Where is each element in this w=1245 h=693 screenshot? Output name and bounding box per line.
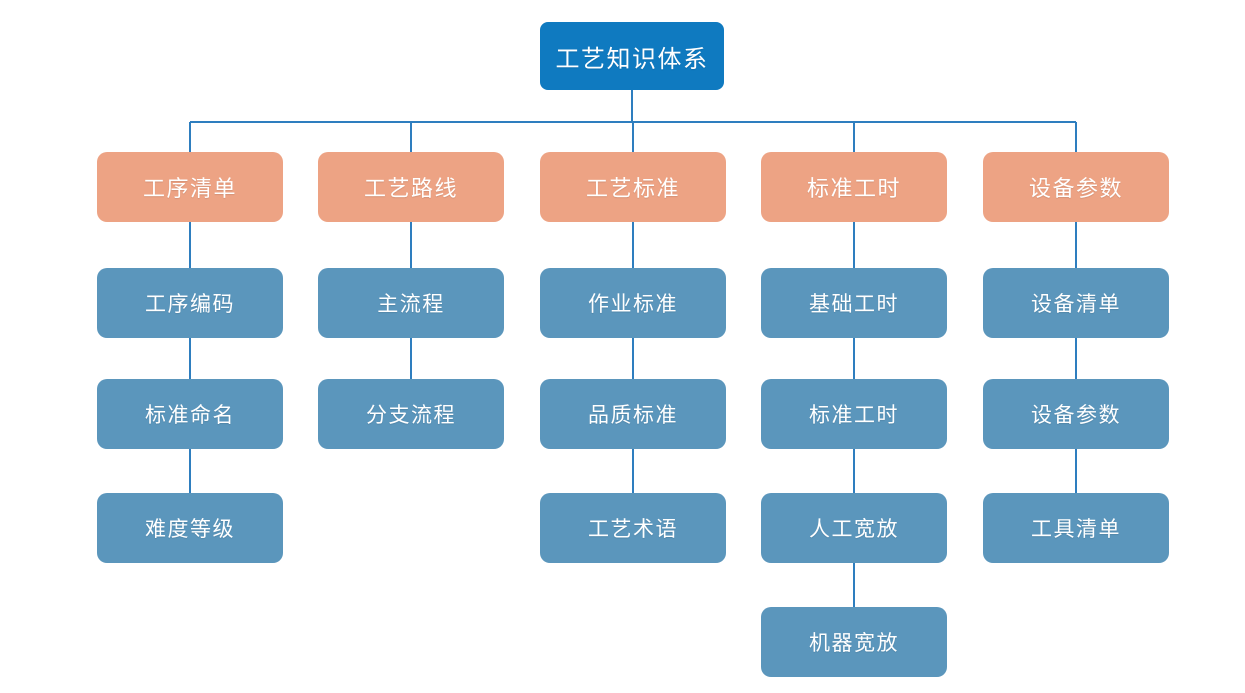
leaf-node-2-1[interactable]: 主流程 [318, 268, 504, 338]
connector-bus-drop-3 [632, 122, 634, 152]
connector-col5-link-1 [1075, 222, 1077, 268]
leaf-node-2-2[interactable]: 分支流程 [318, 379, 504, 449]
category-node-5[interactable]: 设备参数 [983, 152, 1169, 222]
connector-bus-drop-2 [410, 122, 412, 152]
leaf-node-4-3[interactable]: 人工宽放 [761, 493, 947, 563]
leaf-node-1-3[interactable]: 难度等级 [97, 493, 283, 563]
leaf-node-5-1[interactable]: 设备清单 [983, 268, 1169, 338]
category-node-1[interactable]: 工序清单 [97, 152, 283, 222]
connector-bus-drop-5 [1075, 122, 1077, 152]
leaf-node-3-1[interactable]: 作业标准 [540, 268, 726, 338]
connector-col3-link-1 [632, 222, 634, 268]
connector-col1-link-2 [189, 338, 191, 379]
connector-bus-drop-4 [853, 122, 855, 152]
leaf-node-1-1[interactable]: 工序编码 [97, 268, 283, 338]
connector-col3-link-3 [632, 449, 634, 493]
connector-bus-drop-1 [189, 122, 191, 152]
category-node-4[interactable]: 标准工时 [761, 152, 947, 222]
leaf-node-3-2[interactable]: 品质标准 [540, 379, 726, 449]
leaf-node-4-4[interactable]: 机器宽放 [761, 607, 947, 677]
connector-col5-link-2 [1075, 338, 1077, 379]
connector-root-stem [631, 90, 633, 122]
connector-col2-link-2 [410, 338, 412, 379]
connector-col5-link-3 [1075, 449, 1077, 493]
root-node[interactable]: 工艺知识体系 [540, 22, 724, 90]
connector-col4-link-2 [853, 338, 855, 379]
connector-col2-link-1 [410, 222, 412, 268]
leaf-node-5-2[interactable]: 设备参数 [983, 379, 1169, 449]
connector-col4-link-1 [853, 222, 855, 268]
leaf-node-3-3[interactable]: 工艺术语 [540, 493, 726, 563]
leaf-node-4-1[interactable]: 基础工时 [761, 268, 947, 338]
connector-col4-link-3 [853, 449, 855, 493]
leaf-node-4-2[interactable]: 标准工时 [761, 379, 947, 449]
connector-col4-link-4 [853, 563, 855, 607]
connector-col1-link-1 [189, 222, 191, 268]
category-node-3[interactable]: 工艺标准 [540, 152, 726, 222]
category-node-2[interactable]: 工艺路线 [318, 152, 504, 222]
connector-col3-link-2 [632, 338, 634, 379]
leaf-node-1-2[interactable]: 标准命名 [97, 379, 283, 449]
connector-col1-link-3 [189, 449, 191, 493]
leaf-node-5-3[interactable]: 工具清单 [983, 493, 1169, 563]
